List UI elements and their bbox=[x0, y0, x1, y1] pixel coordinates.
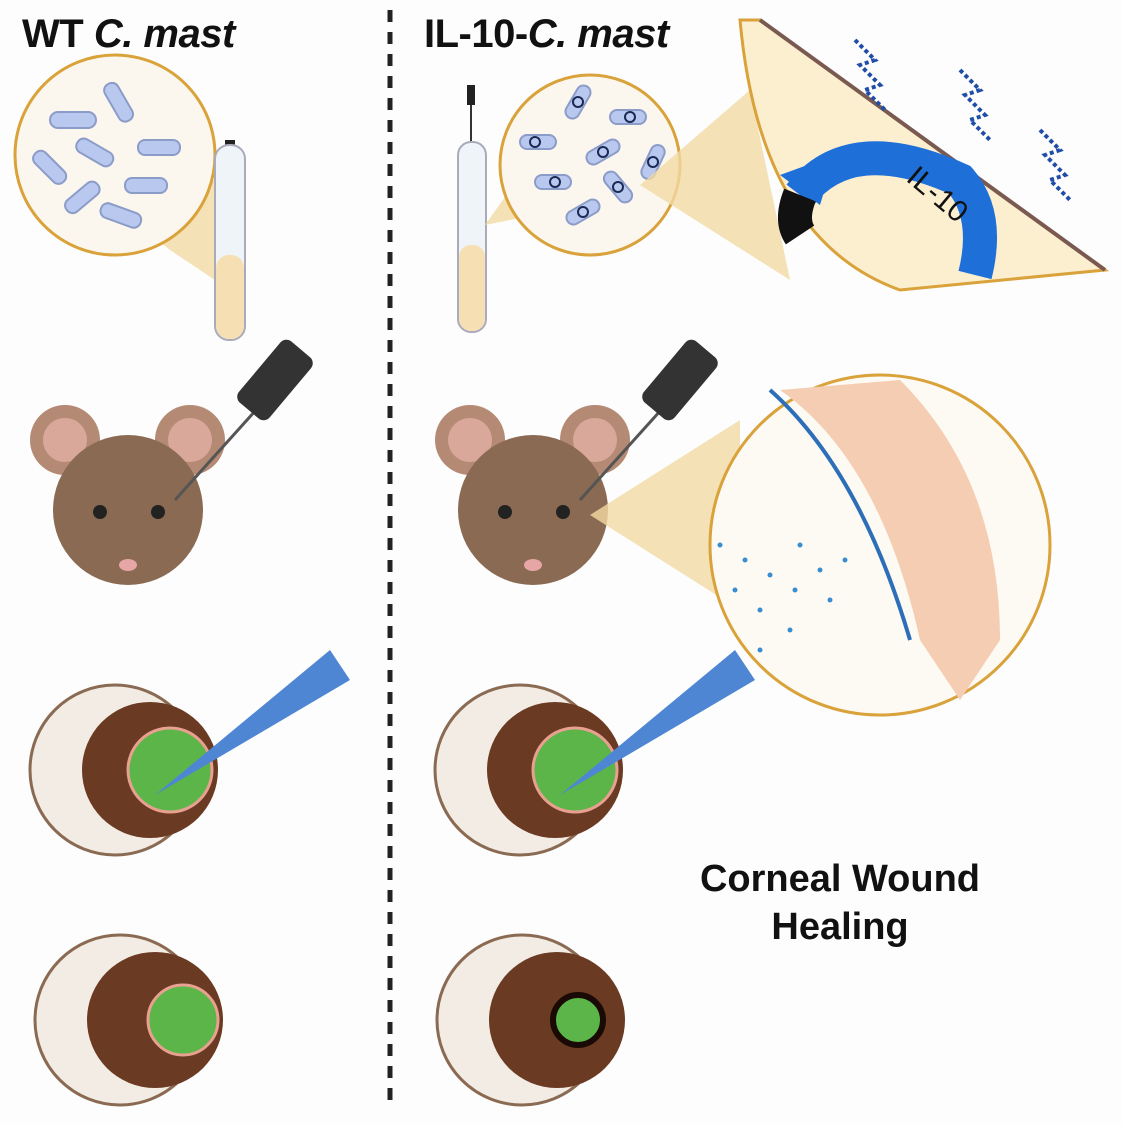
mouse-il10 bbox=[435, 405, 630, 585]
pipette bbox=[578, 339, 718, 502]
eyelid-tissue bbox=[780, 380, 1000, 700]
mouse-wt bbox=[30, 405, 225, 585]
plasmid-backbone bbox=[778, 188, 816, 245]
secreted-il10-dots bbox=[717, 542, 848, 653]
outcome-line1: Corneal Wound bbox=[699, 858, 981, 900]
title-prefix: WT bbox=[22, 12, 94, 56]
trephine-tool bbox=[560, 650, 755, 795]
arrow-head bbox=[780, 155, 835, 205]
title-species: C. mast bbox=[93, 12, 236, 56]
il10-gene-arrow bbox=[786, 141, 997, 280]
eye-healing-wt bbox=[33, 933, 223, 1107]
plasmid-dots bbox=[529, 96, 659, 218]
wt-panel-title: WT C. mast bbox=[22, 12, 235, 57]
eye-wounded-wt bbox=[28, 683, 218, 857]
conjunctiva-line bbox=[768, 388, 912, 641]
zoom-cone bbox=[590, 420, 740, 610]
title-species: C. mast bbox=[527, 12, 670, 56]
trephine-tool bbox=[155, 650, 350, 795]
outcome-line2: Healing bbox=[771, 906, 909, 948]
eye-wounded-il10 bbox=[433, 683, 623, 857]
engineered-bacteria-group bbox=[519, 84, 666, 226]
zoom-cone bbox=[640, 90, 790, 280]
outcome-label: Corneal Wound Healing bbox=[640, 855, 1040, 951]
culture-tube bbox=[457, 85, 487, 333]
culture-tube bbox=[214, 140, 246, 341]
eye-healing-il10 bbox=[435, 933, 625, 1107]
il10-panel-title: IL-10-C. mast bbox=[424, 12, 669, 57]
bacteria-group bbox=[32, 81, 181, 229]
cell-wall bbox=[758, 18, 1107, 272]
pipette bbox=[173, 339, 313, 502]
il10-proteins bbox=[853, 38, 1072, 202]
title-prefix: IL-10- bbox=[424, 12, 528, 56]
